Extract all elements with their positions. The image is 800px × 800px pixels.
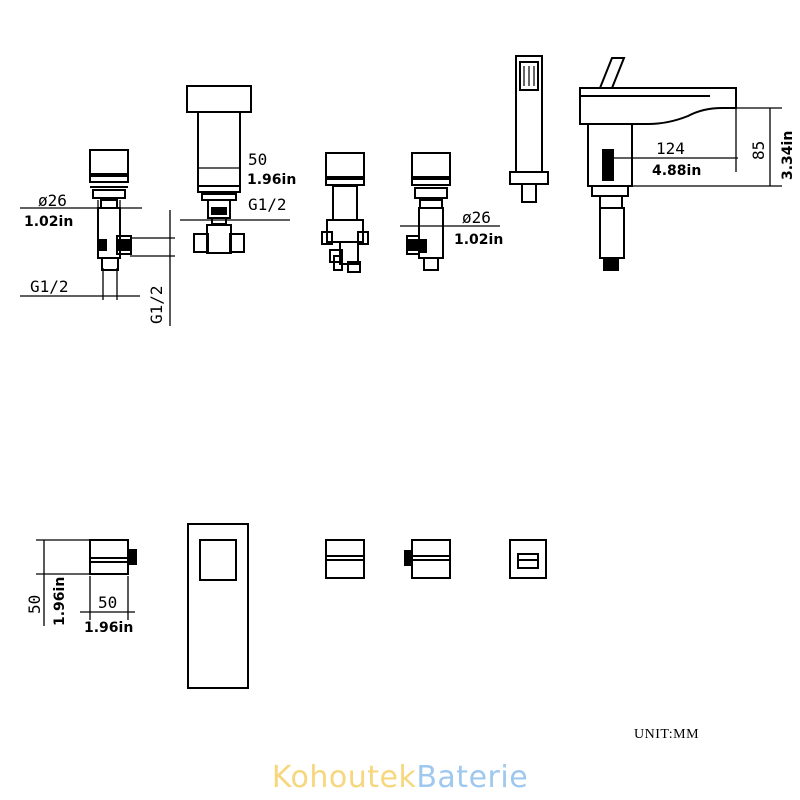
unit-label: UNIT:MM — [634, 727, 699, 742]
handshower-elevation — [509, 55, 549, 203]
plan-height-mm: 50 — [25, 595, 44, 614]
spout-reach-mm: 124 — [656, 139, 685, 158]
plan-valve-b — [404, 539, 451, 579]
diverter-thread-h: G1/2 — [30, 277, 69, 296]
diverter-dimension-lines — [20, 200, 175, 326]
handshower-dimension-lines — [180, 167, 290, 221]
spout-elevation — [579, 57, 737, 271]
handshower-width-in: 1.96in — [247, 172, 296, 188]
valve-b-dimension-lines — [400, 218, 500, 234]
spout-height-in: 3.34in — [780, 131, 796, 180]
plan-handshower-holder — [187, 523, 249, 689]
plan-diverter — [89, 539, 137, 575]
handshower-holder-elevation — [186, 85, 252, 254]
valve-dia-mm: ø26 — [462, 208, 491, 227]
handshower-width-mm: 50 — [248, 150, 267, 169]
plan-height-in: 1.96in — [52, 577, 68, 626]
spout-height-mm: 85 — [749, 141, 768, 160]
plan-handshower — [509, 539, 547, 579]
brand-watermark: KohoutekBaterie — [0, 760, 800, 795]
valve-a-elevation — [321, 152, 369, 273]
diverter-elevation — [89, 149, 132, 271]
plan-dimension-lines — [36, 539, 135, 626]
plan-valve-a — [325, 539, 365, 579]
brand-part-2: Baterie — [416, 760, 529, 795]
valve-dia-in: 1.02in — [454, 232, 503, 248]
spout-dimension-lines — [612, 107, 782, 187]
brand-part-1: Kohoutek — [271, 760, 417, 795]
handshower-thread: G1/2 — [248, 195, 287, 214]
valve-b-elevation — [406, 152, 451, 271]
diverter-dia-in: 1.02in — [24, 214, 73, 230]
diverter-dia-mm: ø26 — [38, 191, 67, 210]
plan-width-mm: 50 — [98, 593, 117, 612]
plan-width-in: 1.96in — [84, 620, 133, 636]
diverter-thread-v: G1/2 — [147, 285, 166, 324]
spout-reach-in: 4.88in — [652, 163, 701, 179]
